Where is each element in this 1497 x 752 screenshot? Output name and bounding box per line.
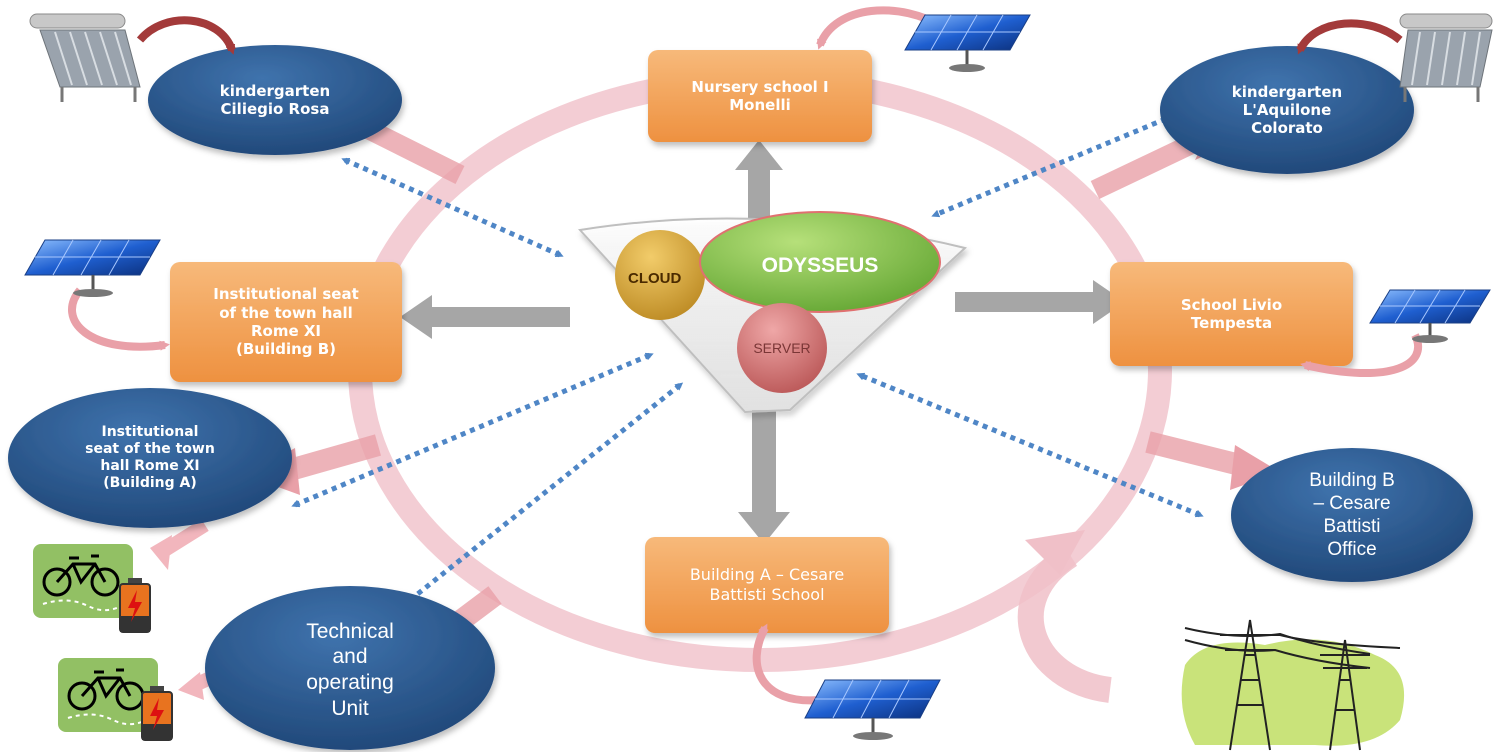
pink-arrow-to-bike-1 — [150, 519, 209, 570]
box-nursery-monelli — [648, 50, 872, 142]
building-b-office-label: Building B – Cesare Battisti Office — [1309, 469, 1395, 561]
ellipse-building-b-office — [1231, 448, 1473, 582]
server-sphere — [737, 303, 827, 393]
aquilone-label: kindergarten L'Aquilone Colorato — [1231, 82, 1343, 138]
box-school-livio — [1110, 262, 1353, 366]
cloud-label: CLOUD — [628, 270, 681, 287]
curve-arrow-solar-thermal-1 — [136, 16, 236, 55]
school-livio-label-wrap: School Livio Tempesta — [1180, 295, 1283, 332]
grey-arrow-right — [955, 280, 1125, 324]
grey-arrow-left — [400, 295, 570, 339]
server-label: SERVER — [753, 340, 810, 356]
grey-arrow-up — [735, 140, 783, 218]
town-hall-a-label: Institutional seat of the town hall Rome… — [85, 423, 215, 492]
ellipse-aquilone — [1160, 46, 1414, 174]
battery-icon — [119, 578, 151, 633]
solar-panel-icon — [24, 239, 161, 297]
odysseus-sphere — [699, 211, 941, 313]
data-link-aquilone — [931, 112, 1179, 218]
curve-arrow-solar-town-hall-b — [68, 287, 170, 351]
box-town-hall-b — [170, 262, 402, 382]
technical-unit-label: Technical and operating Unit — [306, 619, 394, 720]
town-hall-b-label-wrap: Institutional seat of the town hall Rome… — [213, 285, 359, 359]
ring-arrow-head — [1025, 530, 1085, 575]
solar-thermal-collector-icon — [29, 13, 141, 102]
solar-panel-icon — [1369, 289, 1491, 343]
odysseus-label: ODYSSEUS — [762, 254, 879, 277]
nursery-monelli-label-wrap: Nursery school I Monelli — [691, 77, 829, 114]
cloud-sphere — [615, 230, 705, 320]
solar-panel-icon — [904, 14, 1031, 72]
town-hall-a-label-wrap: Institutional seat of the town hall Rome… — [85, 423, 215, 492]
grey-arrow-down — [738, 410, 790, 544]
power-pylon-icon — [1181, 619, 1405, 751]
curve-arrow-solar-building-a — [752, 623, 821, 705]
curve-arrow-solar-livio — [1300, 333, 1423, 377]
ellipse-town-hall-a — [8, 388, 292, 528]
technical-unit-label-wrap: Technical and operating Unit — [306, 619, 394, 720]
nursery-monelli-label: Nursery school I Monelli — [691, 77, 829, 114]
curve-arrow-solar-thermal-2 — [1296, 19, 1403, 55]
building-a-school-label: Building A – Cesare Battisti School — [689, 565, 845, 604]
building-b-office-label-wrap: Building B – Cesare Battisti Office — [1309, 469, 1395, 561]
data-link-technical — [406, 382, 684, 603]
solar-panel-icon — [804, 679, 941, 740]
town-hall-b-label: Institutional seat of the town hall Rome… — [213, 285, 359, 359]
ellipse-technical-unit — [205, 586, 495, 750]
ciliegio-label-wrap: kindergarten Ciliegio Rosa — [219, 81, 331, 118]
data-link-building-b-office — [856, 372, 1204, 518]
school-livio-label: School Livio Tempesta — [1180, 295, 1283, 332]
battery-icon — [141, 686, 173, 741]
box-building-a-school — [645, 537, 889, 633]
ellipse-ciliegio — [148, 45, 402, 155]
ring-arrow-to-grid — [1017, 544, 1113, 703]
electric-bike-icon — [33, 544, 133, 618]
ciliegio-label: kindergarten Ciliegio Rosa — [219, 81, 331, 118]
building-a-school-label-wrap: Building A – Cesare Battisti School — [689, 565, 845, 604]
solar-thermal-collector-icon — [1399, 13, 1493, 102]
aquilone-label-wrap: kindergarten L'Aquilone Colorato — [1231, 82, 1343, 138]
